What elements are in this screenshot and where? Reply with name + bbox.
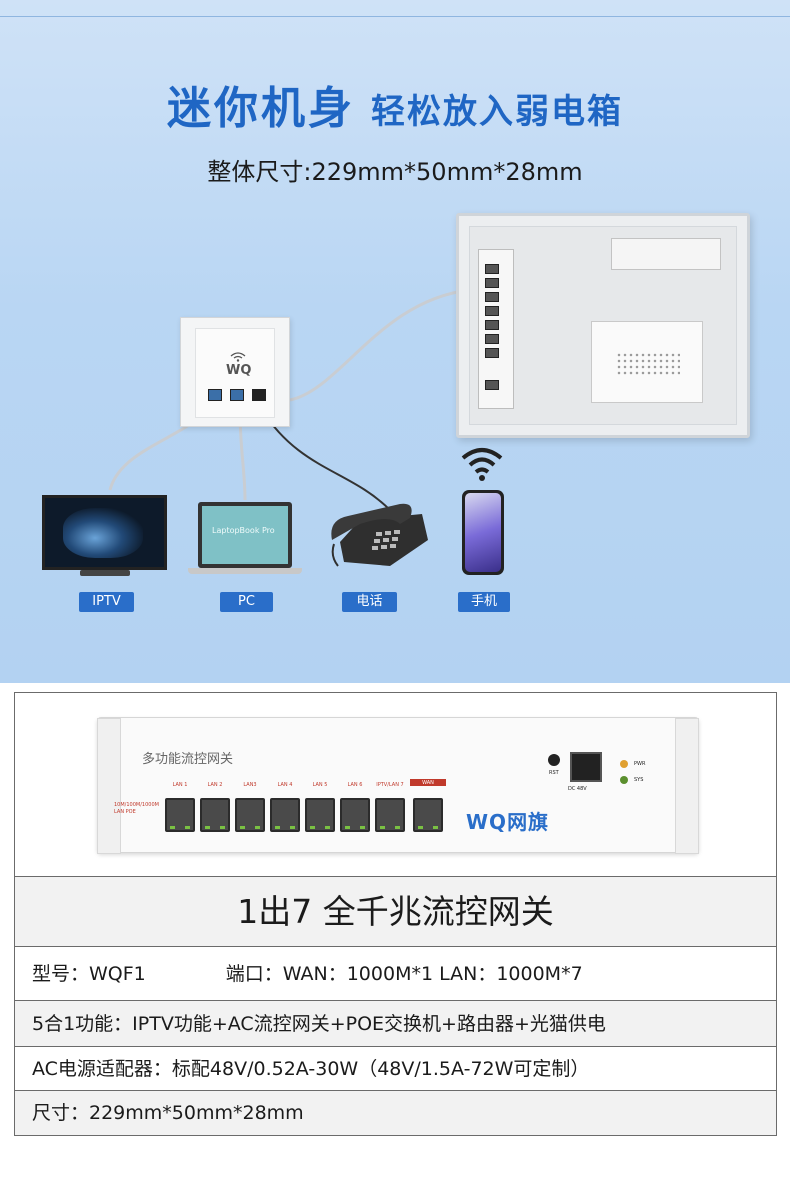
port-label: LAN 2 <box>207 782 223 788</box>
desk-phone-icon <box>331 503 428 567</box>
rj45-port <box>235 798 265 832</box>
panel-logo: WQ <box>226 363 252 378</box>
laptop-screen-text: LaptopBook Pro <box>212 526 275 535</box>
spec-model: 型号：WQF1 <box>32 963 146 985</box>
port-label: LAN 4 <box>277 782 293 788</box>
wan-label-bar <box>410 779 446 786</box>
tv-screen-art <box>63 508 143 558</box>
spec-row-functions: 5合1功能：IPTV功能+AC流控网关+POE交换机+路由器+光猫供电 <box>15 1001 776 1047</box>
port-label: LAN 6 <box>347 782 363 788</box>
rj45-port <box>340 798 370 832</box>
gateway-port <box>485 306 499 316</box>
rack-ear-right <box>675 718 699 854</box>
smartphone-image <box>462 490 504 575</box>
spec-row-size: 尺寸：229mm*50mm*28mm <box>15 1091 776 1135</box>
sys-led <box>620 776 628 784</box>
spec-row-adapter: AC电源适配器：标配48V/0.52A-30W（48V/1.5A-72W可定制） <box>15 1047 776 1091</box>
rj45-port-wan <box>413 798 443 832</box>
pwr-label: PWR <box>634 761 646 767</box>
tag-phone: 电话 <box>342 592 397 612</box>
laptop-base <box>188 568 302 574</box>
panel-face: WQ <box>195 328 275 418</box>
tv-image <box>42 495 167 570</box>
poe-label: 10M/100M/1000M LAN POE <box>114 802 159 815</box>
gateway-mounted <box>478 249 514 409</box>
wall-ap-panel: WQ <box>180 317 290 427</box>
rj45-port <box>305 798 335 832</box>
laptop-image: LaptopBook Pro <box>198 502 292 568</box>
tag-mobile: 手机 <box>458 592 510 612</box>
port-label: LAN 1 <box>172 782 188 788</box>
gateway-port <box>485 292 499 302</box>
spec-row-model: 型号：WQF1 端口：WAN：1000M*1 LAN：1000M*7 <box>15 947 776 1001</box>
power-adapter <box>611 238 721 270</box>
gateway-port <box>485 320 499 330</box>
rst-label: RST <box>549 770 559 776</box>
tag-pc: PC <box>220 592 273 612</box>
tv-stand <box>80 570 130 576</box>
spec-title: 1出7 全千兆流控网关 <box>15 877 776 947</box>
panel-port <box>208 389 222 401</box>
rj45-port <box>165 798 195 832</box>
dc-jack <box>570 752 602 782</box>
sys-label: SYS <box>634 777 644 783</box>
rj45-port <box>375 798 405 832</box>
gateway-port <box>485 334 499 344</box>
modem-vents <box>616 352 680 376</box>
gateway-port <box>485 348 499 358</box>
panel-phone-port <box>252 389 266 401</box>
dc-label: DC 48V <box>568 786 587 792</box>
wifi-signal-icon <box>461 448 503 481</box>
port-label-wan: WAN <box>422 780 434 786</box>
pwr-led <box>620 760 628 768</box>
wifi-icon <box>230 351 246 365</box>
port-label: LAN 5 <box>312 782 328 788</box>
spec-ports: 端口：WAN：1000M*1 LAN：1000M*7 <box>225 963 583 985</box>
device-panel-label: 多功能流控网关 <box>142 752 234 767</box>
brand-logo: WQ网旗 <box>466 810 550 834</box>
headline-sub: 轻松放入弱电箱 <box>371 92 623 132</box>
rack-ear-left <box>97 718 121 854</box>
rj45-port <box>270 798 300 832</box>
gateway-port <box>485 380 499 390</box>
reset-button <box>548 754 560 766</box>
headline: 迷你机身轻松放入弱电箱 <box>0 72 790 136</box>
top-divider <box>0 16 790 17</box>
spec-table: 多功能流控网关 10M/100M/1000M LAN POE LAN 1 LAN… <box>14 692 777 1136</box>
rj45-port <box>200 798 230 832</box>
tag-iptv: IPTV <box>79 592 134 612</box>
gateway-device: 多功能流控网关 10M/100M/1000M LAN POE LAN 1 LAN… <box>97 717 699 854</box>
dimensions-text: 整体尺寸:229mm*50mm*28mm <box>207 158 583 186</box>
headline-main: 迷你机身 <box>167 83 355 134</box>
panel-port <box>230 389 244 401</box>
smartphone-screen <box>465 493 501 572</box>
weak-current-box <box>456 213 750 438</box>
gateway-port <box>485 278 499 288</box>
product-image-cell: 多功能流控网关 10M/100M/1000M LAN POE LAN 1 LAN… <box>15 693 776 877</box>
hero-section: 迷你机身轻松放入弱电箱 整体尺寸:229mm*50mm*28mm <box>0 0 790 683</box>
port-label: LAN3 <box>243 782 257 788</box>
gateway-port <box>485 264 499 274</box>
optical-modem <box>591 321 703 403</box>
port-label: IPTV/LAN 7 <box>376 782 404 788</box>
